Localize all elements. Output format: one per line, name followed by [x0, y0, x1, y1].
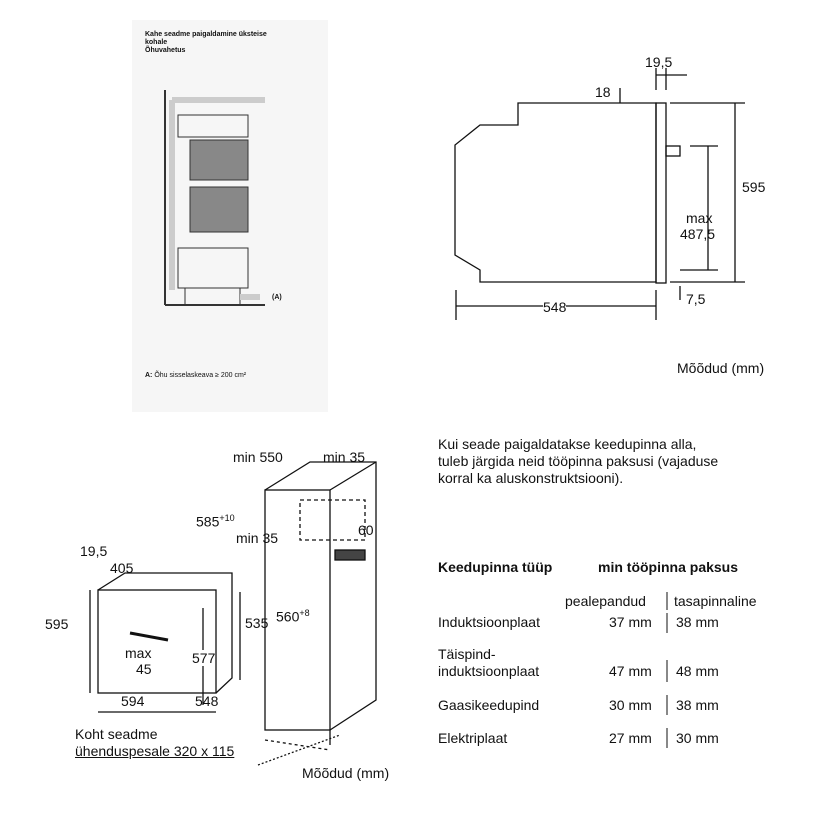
- title-line: kohale: [145, 39, 168, 46]
- cabinet-drawing: [257, 461, 377, 766]
- table-cell: 38 mm: [676, 697, 719, 713]
- dim-tolerance: +10: [219, 513, 235, 523]
- table-cell: 27 mm: [609, 730, 652, 746]
- table-row-type: Induktsioonplaat: [438, 614, 540, 630]
- dim: min 35: [236, 530, 279, 546]
- dim: 487,5: [680, 226, 716, 242]
- dim: min 550: [233, 449, 283, 465]
- table-subheader: tasapinnaline: [674, 593, 757, 609]
- dim: 19,5: [645, 54, 673, 70]
- dim: 45: [136, 661, 152, 677]
- dim: 18: [595, 84, 611, 100]
- dim: 585: [196, 513, 220, 530]
- table-row-type: Täispind-: [438, 646, 496, 662]
- table-header: Keedupinna tüüp: [438, 559, 553, 575]
- footnote-label: A:: [145, 372, 153, 379]
- table-row-type: induktsioonplaat: [438, 663, 540, 679]
- dim: 7,5: [686, 291, 706, 307]
- dim: max: [686, 210, 713, 226]
- intro-text: Kui seade paigaldatakse keedupinna alla,: [438, 436, 697, 452]
- table-header: min tööpinna paksus: [598, 559, 739, 575]
- dim: 594: [121, 693, 145, 709]
- table-cell: 47 mm: [609, 663, 652, 679]
- dim: min 35: [323, 449, 366, 465]
- marker-a: (A): [272, 294, 282, 301]
- intro-text: tuleb järgida neid tööpinna paksusi (vaj…: [438, 453, 719, 469]
- dim: 577: [192, 650, 216, 666]
- table-cell: 30 mm: [609, 697, 652, 713]
- table-cell: 30 mm: [676, 730, 719, 746]
- table-row-type: Elektriplaat: [438, 730, 508, 746]
- dim: 595: [45, 616, 69, 632]
- socket-label: Koht seadme: [75, 726, 158, 742]
- table-row-type: Gaasikeedupind: [438, 697, 540, 713]
- oven-side-drawing: [454, 68, 745, 320]
- units-label: Mõõdud (mm): [302, 765, 390, 781]
- intro-text: korral ka aluskonstruktsiooni).: [438, 470, 624, 486]
- dim-tolerance: +8: [299, 608, 310, 618]
- socket-label: ühenduspesale 320 x 115: [75, 743, 235, 759]
- dim: 60: [358, 522, 374, 538]
- dim: 548: [543, 299, 567, 315]
- dim: 560: [276, 608, 300, 625]
- stacked-installation-drawing: [164, 90, 265, 306]
- dim: 405: [110, 560, 134, 576]
- dim: 548: [195, 693, 219, 709]
- dim: max: [125, 645, 152, 661]
- footnote-text: Õhu sisselaskeava ≥ 200 cm²: [154, 372, 247, 379]
- title-line: Õhuvahetus: [145, 47, 186, 54]
- dim: 595: [742, 179, 766, 195]
- table-cell: 38 mm: [676, 614, 719, 630]
- oven-front-drawing: [89, 572, 241, 713]
- table-cell: 48 mm: [676, 663, 719, 679]
- units-label: Mõõdud (mm): [677, 360, 765, 376]
- title-line: Kahe seadme paigaldamine üksteise: [145, 31, 267, 38]
- table-cell: 37 mm: [609, 614, 652, 630]
- table-subheader: pealepandud: [565, 593, 646, 609]
- dim: 535: [245, 615, 269, 631]
- dim: 19,5: [80, 543, 108, 559]
